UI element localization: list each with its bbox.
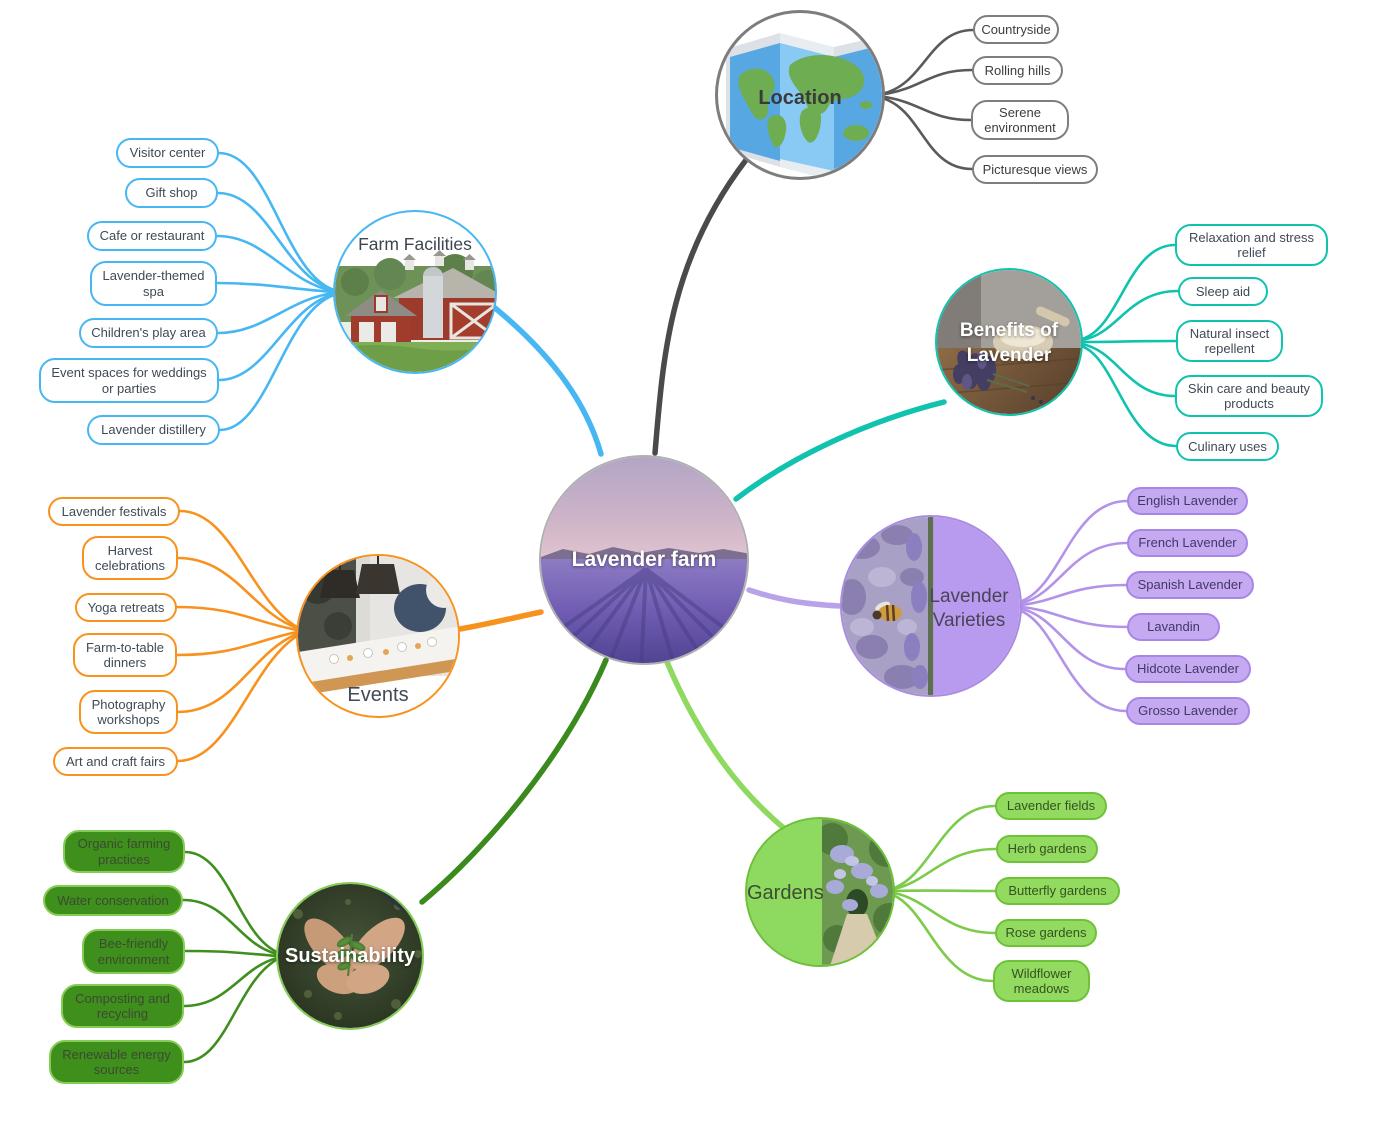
world-map-image	[726, 33, 882, 177]
node-rose-gardens[interactable]: Rose gardens	[995, 919, 1097, 947]
lavender-field-image	[541, 457, 747, 663]
node-composting-recycling[interactable]: Composting and recycling	[61, 984, 184, 1028]
link-benefits-sleep-aid	[1080, 289, 1180, 342]
node-water-conservation[interactable]: Water conservation	[43, 885, 183, 916]
garden-path-image	[747, 819, 893, 965]
barn-image	[335, 250, 495, 372]
link-varieties-french	[1020, 541, 1129, 605]
node-picturesque-views[interactable]: Picturesque views	[972, 155, 1098, 184]
link-farm-event-spaces	[217, 292, 336, 382]
node-english-lavender[interactable]: English Lavender	[1127, 487, 1248, 515]
node-gift-shop[interactable]: Gift shop	[125, 178, 218, 208]
link-gardens-lavender-fields	[892, 804, 997, 890]
node-lavender-themed-spa[interactable]: Lavender-themed spa	[90, 261, 217, 306]
branch-benefits-of-lavender[interactable]: Benefits of Lavender	[935, 268, 1083, 416]
hands-holding-plant-image	[278, 884, 422, 1028]
node-serene-environment[interactable]: Serene environment	[971, 100, 1069, 140]
node-visitor-center[interactable]: Visitor center	[116, 138, 219, 168]
node-yoga-retreats[interactable]: Yoga retreats	[75, 593, 177, 622]
link-varieties-lavandin	[1020, 605, 1129, 629]
branch-lavender-varieties[interactable]: Lavender Varieties	[840, 515, 1022, 697]
node-harvest-celebrations[interactable]: Harvest celebrations	[82, 536, 178, 580]
link-sustainability-organic	[183, 850, 279, 954]
link-gardens-rose	[892, 891, 997, 935]
node-rolling-hills[interactable]: Rolling hills	[972, 56, 1063, 85]
node-event-spaces[interactable]: Event spaces for weddings or parties	[39, 358, 219, 403]
node-lavender-festivals[interactable]: Lavender festivals	[48, 497, 180, 526]
node-spanish-lavender[interactable]: Spanish Lavender	[1126, 571, 1254, 599]
link-center-location	[652, 157, 749, 456]
node-sleep-aid[interactable]: Sleep aid	[1178, 277, 1268, 306]
root-node[interactable]: Lavender farm	[539, 455, 749, 665]
node-relaxation-stress-relief[interactable]: Relaxation and stress relief	[1175, 224, 1328, 266]
node-herb-gardens[interactable]: Herb gardens	[996, 835, 1098, 863]
link-farm-spa	[215, 281, 336, 294]
node-lavender-fields[interactable]: Lavender fields	[995, 792, 1107, 820]
link-benefits-relaxation	[1080, 243, 1177, 341]
node-skin-care-beauty[interactable]: Skin care and beauty products	[1175, 375, 1323, 417]
node-bee-friendly[interactable]: Bee-friendly environment	[82, 929, 185, 974]
link-farm-play-area	[216, 291, 336, 335]
link-events-yoga	[175, 605, 299, 632]
node-wildflower-meadows[interactable]: Wildflower meadows	[993, 960, 1090, 1002]
link-location-countryside	[883, 28, 975, 95]
node-farm-to-table-dinners[interactable]: Farm-to-table dinners	[73, 633, 177, 677]
link-center-varieties	[746, 587, 842, 609]
link-events-photography	[176, 632, 299, 714]
link-sustainability-composting	[182, 956, 279, 1008]
link-location-rolling-hills	[883, 68, 974, 96]
link-farm-gift-shop	[216, 191, 336, 292]
link-gardens-wildflower	[891, 893, 995, 983]
link-center-gardens	[664, 659, 789, 833]
node-lavender-distillery[interactable]: Lavender distillery	[87, 415, 220, 445]
link-sustainability-renewable	[182, 958, 278, 1064]
branch-location[interactable]: Location	[715, 10, 885, 180]
branch-events[interactable]: Events	[296, 554, 460, 718]
node-natural-insect-repellent[interactable]: Natural insect repellent	[1176, 320, 1283, 362]
node-art-and-craft-fairs[interactable]: Art and craft fairs	[53, 747, 178, 776]
link-varieties-grosso	[1019, 609, 1128, 713]
link-location-serene	[883, 95, 973, 122]
branch-farm-facilities[interactable]: Farm Facilities	[333, 210, 497, 374]
link-farm-cafe	[215, 234, 336, 293]
link-center-benefits	[733, 399, 947, 502]
link-benefits-culinary	[1079, 344, 1178, 448]
node-french-lavender[interactable]: French Lavender	[1127, 529, 1248, 557]
branch-gardens[interactable]: Gardens	[745, 817, 895, 967]
link-center-sustainability	[419, 657, 609, 905]
link-events-harvest	[176, 556, 299, 630]
branch-sustainability[interactable]: Sustainability	[276, 882, 424, 1030]
mortar-and-lavender-image	[937, 270, 1081, 414]
link-events-festivals	[178, 509, 299, 629]
link-sustainability-bee	[183, 949, 279, 958]
link-benefits-insect	[1081, 339, 1178, 344]
node-grosso-lavender[interactable]: Grosso Lavender	[1126, 697, 1250, 725]
node-renewable-energy[interactable]: Renewable energy sources	[49, 1040, 184, 1084]
link-farm-distillery	[218, 293, 336, 432]
link-farm-visitor-center	[217, 151, 336, 292]
link-center-farm-facilities	[486, 300, 604, 457]
bee-on-lavender-image	[842, 517, 1020, 695]
link-varieties-english	[1020, 499, 1129, 603]
link-events-farm-to-table	[175, 630, 299, 657]
node-butterfly-gardens[interactable]: Butterfly gardens	[995, 877, 1120, 905]
node-lavandin[interactable]: Lavandin	[1127, 613, 1220, 641]
dinner-table-image	[298, 556, 458, 696]
link-varieties-hidcote	[1020, 607, 1127, 671]
node-photography-workshops[interactable]: Photography workshops	[79, 690, 178, 734]
node-cafe-or-restaurant[interactable]: Cafe or restaurant	[87, 221, 217, 251]
link-location-picturesque	[883, 97, 974, 171]
node-culinary-uses[interactable]: Culinary uses	[1176, 432, 1279, 461]
node-childrens-play-area[interactable]: Children's play area	[79, 318, 218, 348]
link-events-art-craft	[176, 634, 299, 763]
link-gardens-herb	[892, 847, 998, 891]
link-sustainability-water	[181, 898, 279, 956]
node-hidcote-lavender[interactable]: Hidcote Lavender	[1125, 655, 1251, 683]
link-benefits-skin-care	[1080, 342, 1177, 398]
node-countryside[interactable]: Countryside	[973, 15, 1059, 44]
node-organic-farming[interactable]: Organic farming practices	[63, 830, 185, 873]
link-center-events	[457, 609, 544, 632]
link-varieties-spanish	[1020, 583, 1128, 607]
